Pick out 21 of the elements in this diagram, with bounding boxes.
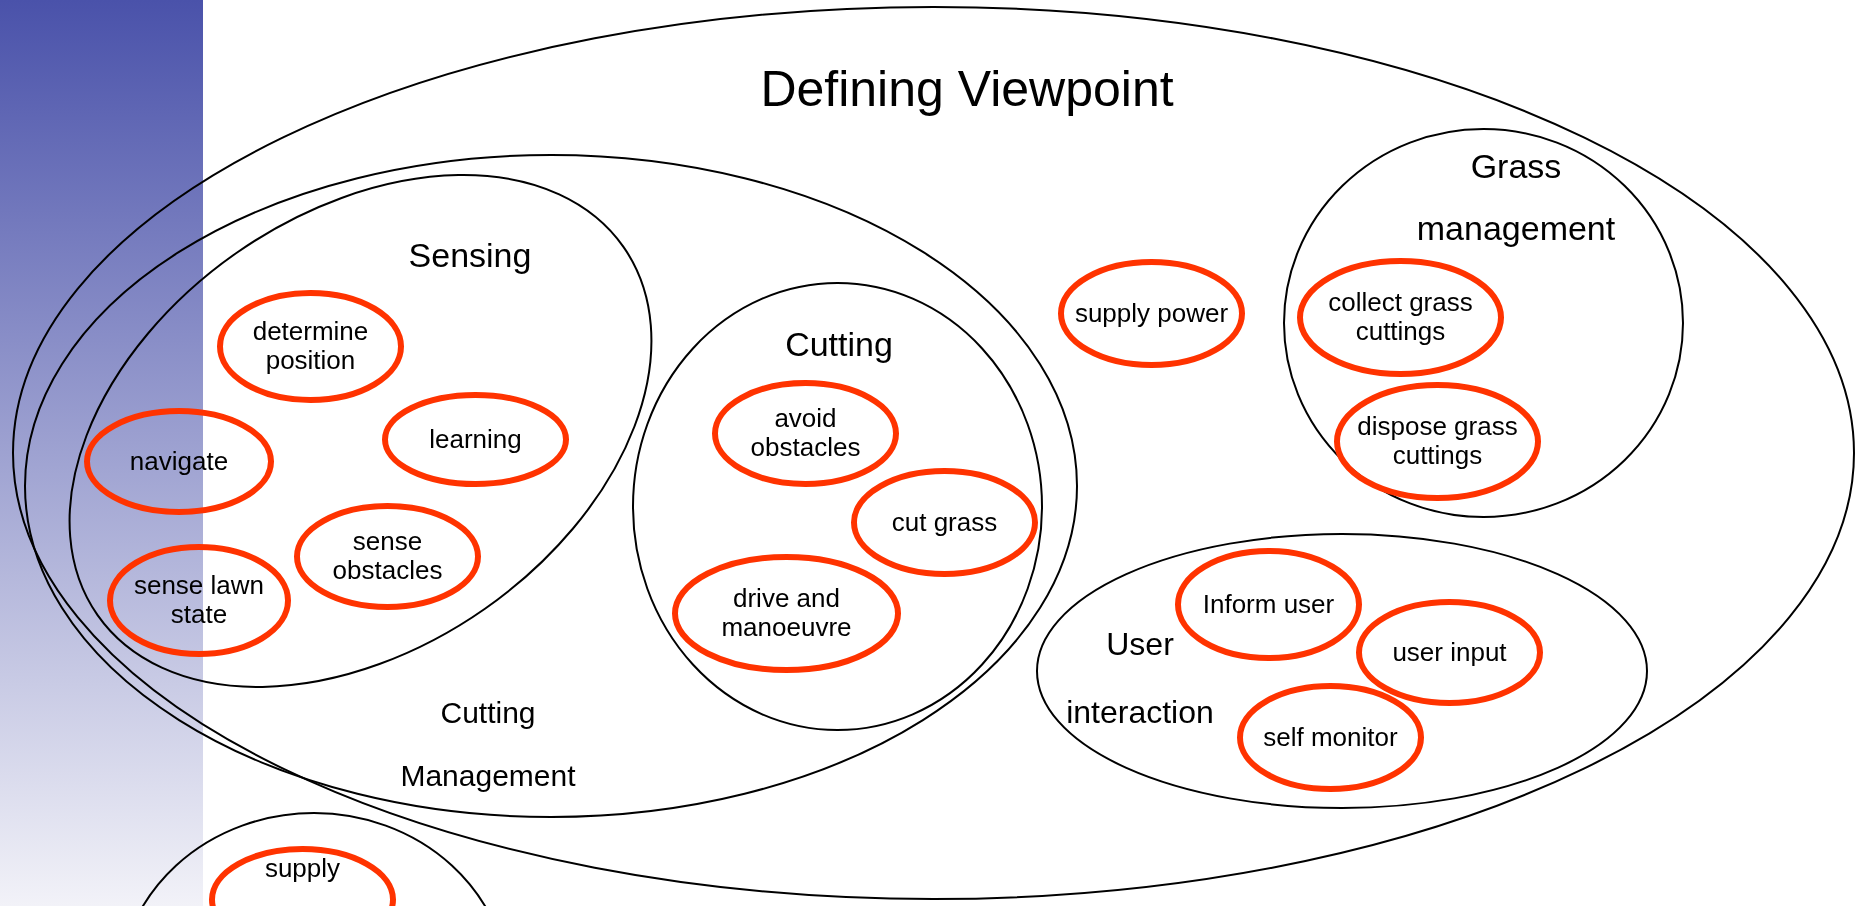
function-label: supply power: [1073, 298, 1230, 329]
function-label: determine position: [251, 316, 370, 377]
function-label: supply: [263, 854, 342, 884]
function-label: sense lawn state: [132, 570, 266, 631]
group-heading: Defining Viewpoint: [759, 60, 1175, 119]
group-heading: Sensing: [407, 235, 533, 275]
function-label: navigate: [128, 446, 230, 477]
function-label: cut grass: [890, 507, 999, 538]
function-label: sense obstacles: [331, 526, 444, 587]
function-label: avoid obstacles: [749, 403, 862, 464]
function-label: self monitor: [1262, 722, 1399, 753]
group-heading: Cutting: [784, 324, 894, 364]
group-heading: User interaction: [1065, 625, 1215, 732]
function-label: drive and manoeuvre: [720, 583, 853, 644]
function-label: collect grass cuttings: [1327, 287, 1474, 348]
function-label: learning: [428, 424, 523, 455]
group-heading: Cutting Management: [399, 695, 577, 794]
function-label: Inform user: [1201, 589, 1336, 620]
function-label: user input: [1391, 637, 1508, 668]
group-heading: Grass management: [1415, 146, 1617, 249]
function-label: dispose grass cuttings: [1356, 411, 1519, 472]
